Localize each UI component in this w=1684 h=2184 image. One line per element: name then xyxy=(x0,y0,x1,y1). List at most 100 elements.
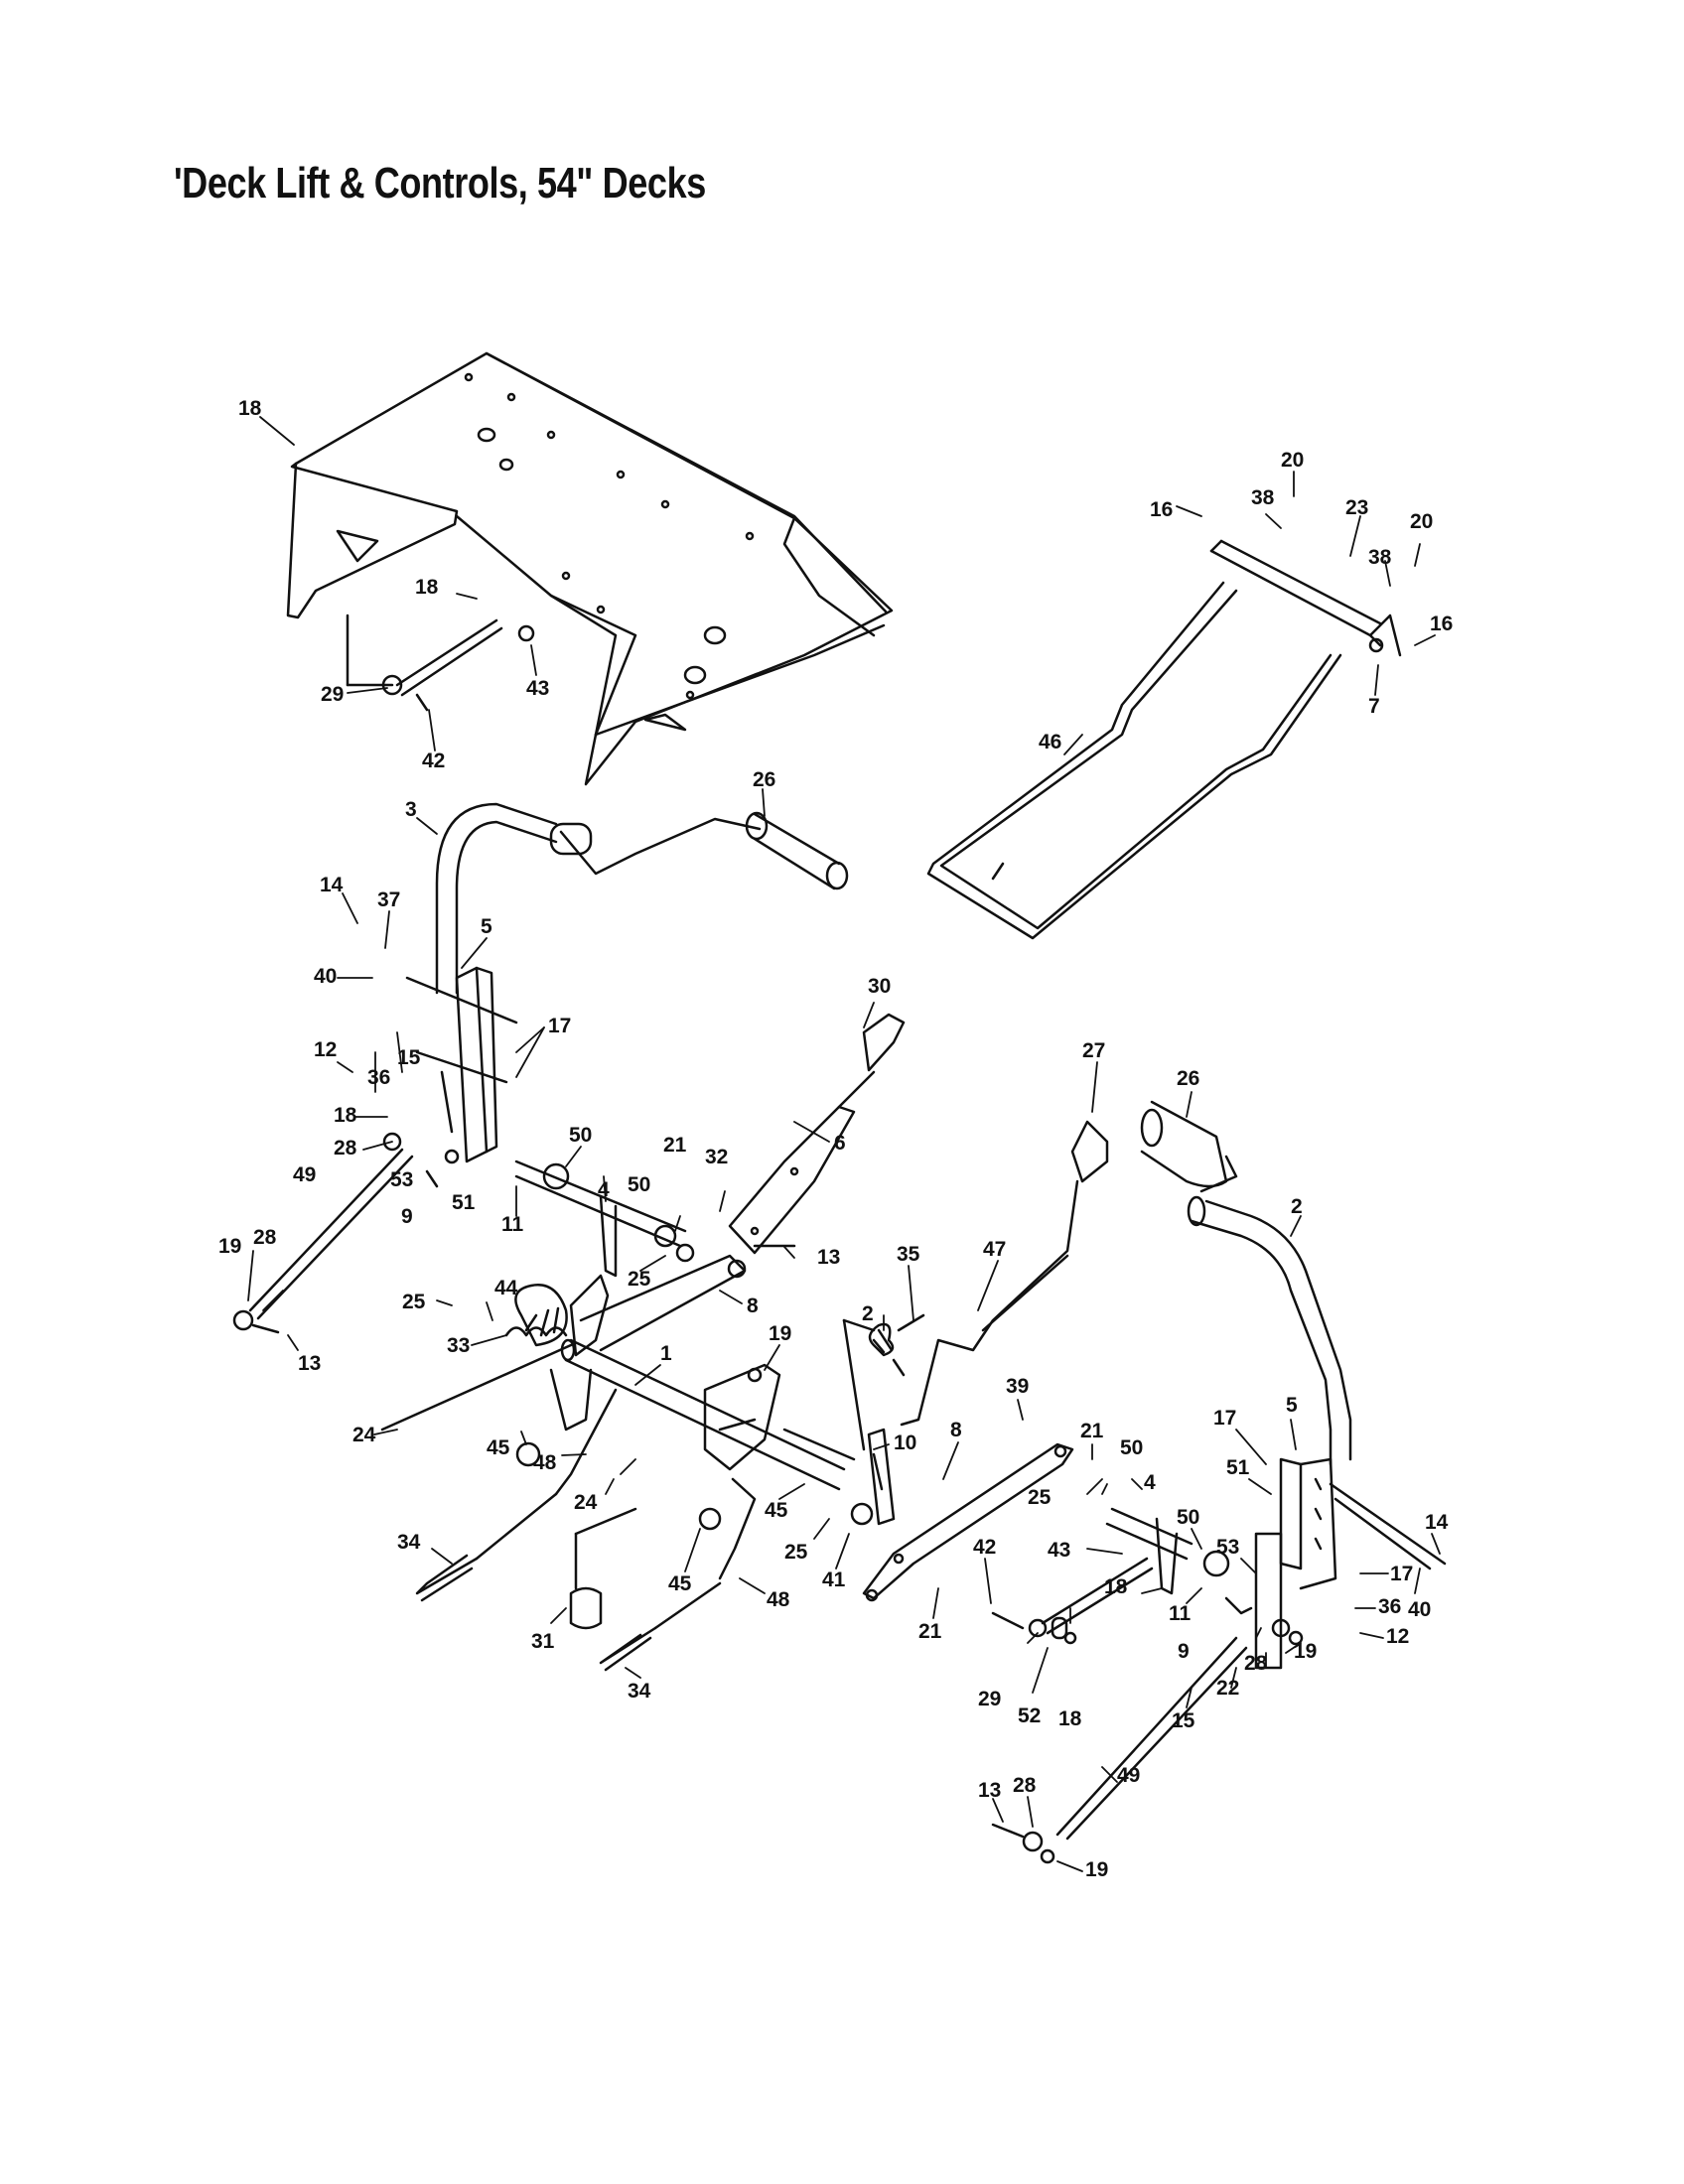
deck-lift-pedal xyxy=(926,539,1402,940)
callout-51: 51 xyxy=(1226,1456,1250,1479)
callout-50: 50 xyxy=(569,1124,592,1147)
callout-2: 2 xyxy=(1291,1195,1303,1218)
callout-21: 21 xyxy=(1080,1420,1104,1442)
callout-24: 24 xyxy=(574,1491,598,1514)
left-link-rod xyxy=(232,1148,414,1334)
callout-28: 28 xyxy=(253,1226,277,1249)
callout-51: 51 xyxy=(452,1191,476,1214)
callout-53: 53 xyxy=(1216,1536,1239,1559)
callout-28: 28 xyxy=(1013,1774,1037,1797)
callout-21: 21 xyxy=(663,1134,687,1157)
callout-10: 10 xyxy=(894,1432,916,1454)
callout-48: 48 xyxy=(767,1588,790,1611)
callout-31: 31 xyxy=(531,1630,555,1653)
callout-36: 36 xyxy=(1378,1595,1401,1618)
left-rod-assembly xyxy=(346,614,535,712)
callout-17: 17 xyxy=(1390,1563,1413,1585)
callout-9: 9 xyxy=(1178,1640,1190,1663)
leader-lines xyxy=(247,416,1441,1872)
callout-18: 18 xyxy=(334,1104,357,1127)
callout-26: 26 xyxy=(753,768,775,791)
callout-8: 8 xyxy=(950,1419,962,1441)
lift-arm-10 xyxy=(850,1428,896,1526)
callout-27: 27 xyxy=(1082,1039,1105,1062)
callout-28: 28 xyxy=(334,1137,357,1160)
callout-14: 14 xyxy=(320,874,344,896)
callout-1: 1 xyxy=(660,1342,672,1365)
callout-43: 43 xyxy=(526,677,549,700)
callout-29: 29 xyxy=(321,683,344,706)
right-handle xyxy=(1140,1100,1352,1466)
center-shaft xyxy=(514,1160,695,1278)
callout-50: 50 xyxy=(1120,1436,1143,1459)
callout-12: 12 xyxy=(1386,1625,1409,1648)
callout-11: 11 xyxy=(501,1213,524,1236)
callout-35: 35 xyxy=(897,1243,920,1266)
callout-42: 42 xyxy=(973,1536,996,1559)
callout-9: 9 xyxy=(401,1205,413,1228)
callout-13: 13 xyxy=(817,1246,840,1269)
right-rod-assembly xyxy=(991,1557,1154,1645)
callout-20: 20 xyxy=(1410,510,1433,533)
callout-16: 16 xyxy=(1430,613,1453,635)
callout-17: 17 xyxy=(1213,1407,1236,1430)
callout-36: 36 xyxy=(367,1066,390,1089)
callout-37: 37 xyxy=(377,888,400,911)
callout-5: 5 xyxy=(481,915,492,938)
callout-40: 40 xyxy=(1408,1598,1431,1621)
callout-44: 44 xyxy=(494,1277,518,1299)
callout-38: 38 xyxy=(1251,486,1275,509)
callout-50: 50 xyxy=(628,1173,650,1196)
callout-40: 40 xyxy=(314,965,337,988)
callout-14: 14 xyxy=(1425,1511,1449,1534)
callout-16: 16 xyxy=(1150,498,1173,521)
callout-5: 5 xyxy=(1286,1394,1298,1417)
callout-2: 2 xyxy=(862,1302,874,1325)
callout-38: 38 xyxy=(1368,546,1392,569)
torsion-spring xyxy=(380,1326,573,1432)
callout-34: 34 xyxy=(628,1680,651,1703)
left-spring-rod xyxy=(415,1388,757,1672)
callout-22: 22 xyxy=(1216,1677,1239,1700)
lift-control-rod xyxy=(842,1120,1109,1451)
callout-17: 17 xyxy=(548,1015,571,1037)
callout-25: 25 xyxy=(628,1268,651,1291)
callout-11: 11 xyxy=(1169,1602,1192,1625)
callout-24: 24 xyxy=(352,1424,376,1446)
callout-41: 41 xyxy=(822,1569,846,1591)
callout-20: 20 xyxy=(1281,449,1304,472)
frame-plate xyxy=(286,351,894,786)
callout-49: 49 xyxy=(1117,1764,1140,1787)
callout-33: 33 xyxy=(447,1334,470,1357)
page-title: 'Deck Lift & Controls, 54" Decks xyxy=(174,159,706,207)
callout-53: 53 xyxy=(390,1168,413,1191)
callout-18: 18 xyxy=(415,576,439,599)
left-handle xyxy=(435,802,849,995)
callout-45: 45 xyxy=(765,1499,788,1522)
callout-8: 8 xyxy=(747,1295,759,1317)
callout-49: 49 xyxy=(293,1163,316,1186)
callout-34: 34 xyxy=(397,1531,421,1554)
callout-25: 25 xyxy=(784,1541,808,1564)
callout-12: 12 xyxy=(314,1038,337,1061)
callout-25: 25 xyxy=(1028,1486,1052,1509)
callout-3: 3 xyxy=(405,798,417,821)
callout-52: 52 xyxy=(1018,1705,1041,1727)
callout-18: 18 xyxy=(1104,1575,1128,1598)
callout-7: 7 xyxy=(1368,695,1380,718)
callout-42: 42 xyxy=(422,750,445,772)
callout-19: 19 xyxy=(1294,1640,1317,1663)
callout-48: 48 xyxy=(533,1451,557,1474)
callout-4: 4 xyxy=(1144,1471,1156,1494)
right-link-rod xyxy=(991,1636,1248,1864)
callout-28: 28 xyxy=(1244,1652,1268,1675)
lift-arm-right xyxy=(862,1442,1074,1602)
callout-50: 50 xyxy=(1177,1506,1199,1529)
bushings xyxy=(515,1441,722,1630)
callout-6: 6 xyxy=(834,1132,846,1155)
callout-23: 23 xyxy=(1345,496,1368,519)
callout-32: 32 xyxy=(705,1146,728,1168)
callout-46: 46 xyxy=(1039,731,1061,753)
callout-26: 26 xyxy=(1177,1067,1199,1090)
lift-arm-left xyxy=(579,1254,747,1352)
